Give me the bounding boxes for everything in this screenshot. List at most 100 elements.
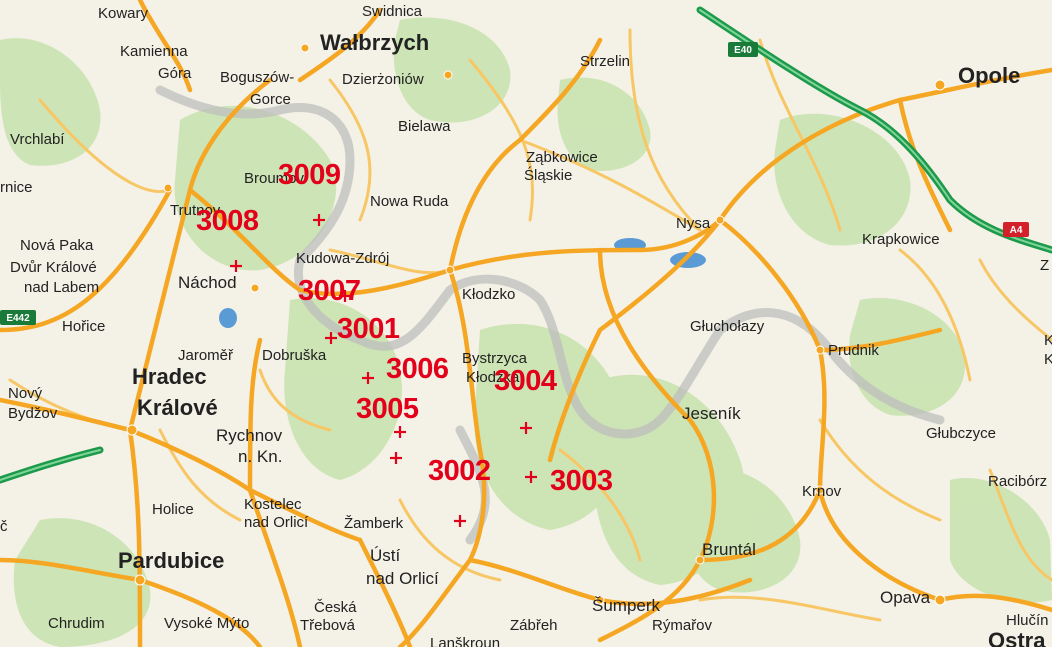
town-label: Śląskie — [524, 166, 572, 184]
town-label: Z — [1040, 257, 1049, 274]
svg-text:A4: A4 — [1010, 225, 1023, 236]
site-label-3006[interactable]: 3006 — [386, 353, 449, 385]
svg-text:E40: E40 — [734, 45, 752, 56]
site-marker-3001[interactable] — [325, 332, 337, 344]
town-label: Kudowa-Zdrój — [296, 250, 389, 267]
town-label: Opole — [958, 63, 1020, 88]
town-label: Ostra — [988, 628, 1046, 647]
town-label: Bielawa — [398, 118, 451, 135]
town-label: Dzierżoniów — [342, 71, 424, 88]
town-labels: Kowary Swidnica Wałbrzych Kamienna Góra … — [0, 3, 1052, 647]
town-label: Bydžov — [8, 405, 58, 422]
town-label: Hořice — [62, 318, 105, 335]
site-marker-3002[interactable] — [454, 515, 466, 527]
forest-areas — [0, 17, 1052, 647]
town-label: Boguszów- — [220, 69, 294, 86]
town-label: Góra — [158, 65, 192, 82]
town-label: Lanškroun — [430, 635, 500, 647]
town-label: Dobruška — [262, 347, 327, 364]
town-label: K — [1044, 351, 1052, 368]
site-label-3002[interactable]: 3002 — [428, 455, 491, 487]
town-label: Česká — [314, 599, 357, 616]
site-label-3005[interactable]: 3005 — [356, 393, 419, 425]
town-label: Głuchołazy — [690, 318, 765, 335]
town-label: Dvůr Králové — [10, 259, 97, 276]
minor-roads — [8, 28, 1052, 622]
town-label: Broumov — [244, 170, 305, 187]
town-label: Prudnik — [828, 342, 879, 359]
motorways — [0, 6, 1052, 484]
site-markers — [230, 214, 537, 527]
road-sign-e442: E442 — [0, 310, 36, 325]
town-label: Jaroměř — [178, 347, 234, 364]
town-label: Ústí — [370, 546, 401, 565]
town-label: Zábřeh — [510, 617, 558, 634]
town-label: Racibórz — [988, 473, 1047, 490]
site-marker-3006[interactable] — [362, 372, 374, 384]
town-label: Hradec — [132, 364, 207, 389]
road-sign-e40: E40 — [728, 42, 758, 57]
town-label: Kłodzka — [466, 369, 520, 386]
town-label: Swidnica — [362, 3, 423, 20]
site-label-3008[interactable]: 3008 — [196, 205, 259, 237]
town-label: Głubczyce — [926, 425, 996, 442]
town-label: Nový — [8, 385, 43, 402]
town-label: Kowary — [98, 5, 149, 22]
town-label: Rychnov — [216, 426, 283, 445]
town-label: Bruntál — [702, 540, 756, 559]
town-label: Ząbkowice — [526, 149, 598, 166]
site-marker-3008[interactable] — [230, 260, 242, 272]
town-label: Třebová — [300, 617, 356, 634]
town-label: n. Kn. — [238, 447, 282, 466]
town-label: Krnov — [802, 483, 842, 500]
town-label: Vrchlabí — [10, 131, 65, 148]
town-label: Holice — [152, 501, 194, 518]
site-marker-3003[interactable] — [525, 471, 537, 483]
site-marker-3009[interactable] — [313, 214, 325, 226]
town-label: Bystrzyca — [462, 350, 528, 367]
town-dots — [126, 43, 946, 606]
town-label: Šumperk — [592, 596, 661, 615]
town-label: Wałbrzych — [320, 30, 429, 55]
town-label: nad Labem — [24, 279, 99, 296]
site-marker-3005a[interactable] — [394, 426, 406, 438]
town-label: Opava — [880, 588, 931, 607]
town-label: Hlučín — [1006, 612, 1049, 629]
town-label: Chrudim — [48, 615, 105, 632]
town-label: nad Orlicí — [366, 569, 439, 588]
site-labels: 3009 3008 3007 3001 3006 3004 3005 3002 … — [196, 159, 613, 497]
site-label-3004[interactable]: 3004 — [494, 365, 557, 397]
country-border — [155, 85, 945, 439]
site-marker-3005b[interactable] — [390, 452, 402, 464]
town-label: Pardubice — [118, 548, 224, 573]
town-label: Jeseník — [682, 404, 741, 423]
svg-text:E442: E442 — [6, 313, 30, 324]
site-label-3001[interactable]: 3001 — [337, 313, 400, 345]
town-label: č — [0, 518, 8, 535]
site-label-3007[interactable]: 3007 — [298, 275, 361, 307]
town-label: rnice — [0, 179, 33, 196]
town-label: Trutnov — [170, 202, 221, 219]
town-label: Kłodzko — [462, 286, 515, 303]
site-marker-3007[interactable] — [339, 290, 351, 302]
site-label-3009[interactable]: 3009 — [278, 159, 341, 191]
town-label: Náchod — [178, 273, 237, 292]
town-label: Strzelin — [580, 53, 630, 70]
town-label: Kamienna — [120, 43, 188, 60]
town-label: Nová Paka — [20, 237, 94, 254]
town-label: Kostelec — [244, 496, 302, 513]
town-label: K — [1044, 332, 1052, 349]
town-label: Krapkowice — [862, 231, 940, 248]
town-label: Králové — [137, 395, 218, 420]
town-label: Vysoké Mýto — [164, 615, 249, 632]
town-label: nad Orlicí — [244, 514, 309, 531]
site-marker-3004[interactable] — [520, 422, 532, 434]
town-label: Nowa Ruda — [370, 193, 449, 210]
site-label-3003[interactable]: 3003 — [550, 465, 613, 497]
town-label: Žamberk — [344, 515, 404, 532]
road-sign-a4: A4 — [1003, 222, 1029, 237]
town-label: Rýmařov — [652, 617, 713, 634]
town-label: Nysa — [676, 215, 711, 232]
